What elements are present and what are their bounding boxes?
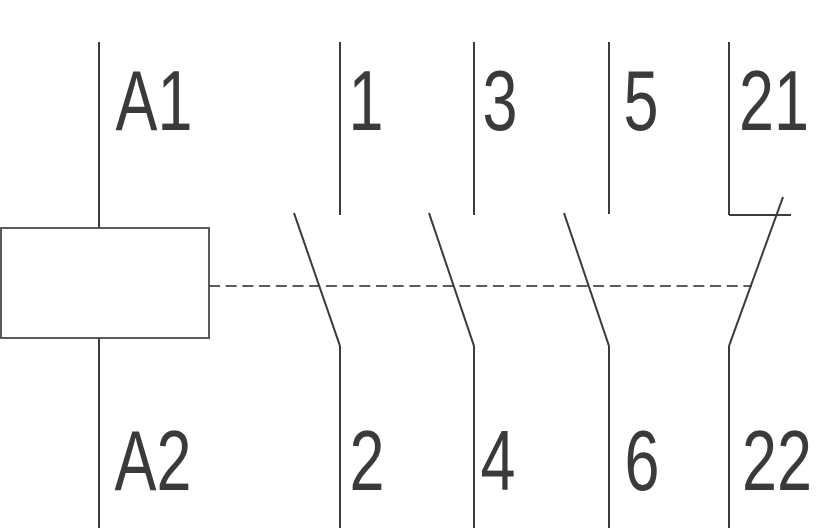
terminal-label-4: 4 (481, 413, 516, 508)
terminal-label-6-group: 6 (625, 413, 660, 508)
terminal-label-5: 5 (624, 53, 659, 148)
no-contact-pole-1 (293, 42, 341, 528)
terminal-label-2-group: 2 (350, 413, 385, 508)
aux-contact-blade (728, 196, 784, 347)
terminal-label-22: 22 (742, 413, 812, 508)
terminal-label-1-group: 1 (349, 53, 384, 148)
terminal-label-3: 3 (483, 53, 518, 148)
terminal-label-1: 1 (349, 53, 384, 148)
terminal-label-3-group: 3 (483, 53, 518, 148)
terminal-label-a1-group: A1 (116, 53, 193, 148)
terminal-label-4-group: 4 (481, 413, 516, 508)
terminal-label-21-group: 21 (739, 53, 809, 148)
terminal-label-a1: A1 (116, 53, 193, 148)
pole-1-contact-blade (293, 212, 341, 347)
terminal-label-22-group: 22 (742, 413, 812, 508)
coil-box (0, 227, 210, 339)
pole-2-contact-blade (428, 212, 475, 347)
nc-contact-aux (728, 42, 791, 528)
terminal-label-5-group: 5 (624, 53, 659, 148)
terminal-label-a2: A2 (115, 413, 192, 508)
no-contact-pole-2 (428, 42, 475, 528)
terminal-label-6: 6 (625, 413, 660, 508)
terminal-label-21: 21 (739, 53, 809, 148)
pole-3-contact-blade (563, 212, 610, 347)
no-contact-pole-3 (563, 42, 610, 528)
coil (0, 42, 210, 528)
terminal-label-a2-group: A2 (115, 413, 192, 508)
terminal-label-2: 2 (350, 413, 385, 508)
